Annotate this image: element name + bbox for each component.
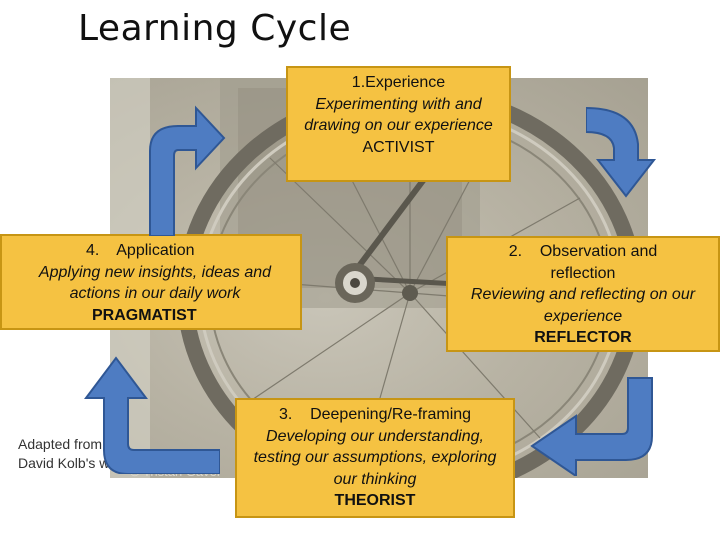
curved-arrow-right-down-icon [586, 106, 657, 198]
stage-description: Reviewing and reflecting on our experien… [470, 286, 696, 325]
stage-heading: 2. Observation and reflection [508, 243, 662, 282]
curved-arrow-down-left-icon [530, 377, 653, 476]
curved-arrow-left-up-icon [84, 356, 220, 474]
stage-heading: 4. Application [86, 242, 195, 259]
stage-role: ACTIVIST [362, 138, 435, 156]
stage-box-application: 4. Application Applying new insights, id… [0, 234, 302, 330]
curved-arrow-up-right-icon [149, 105, 226, 236]
attribution-line-2: David Kolb's work [18, 455, 129, 471]
attribution-note: Adapted from David Kolb's work [18, 435, 129, 473]
stage-description: Experimenting with and drawing on our ex… [304, 95, 493, 135]
stage-description: Applying new insights, ideas and actions… [38, 263, 272, 303]
stage-heading: 1.Experience [351, 74, 446, 91]
stage-box-experience: 1.Experience Experimenting with and draw… [286, 66, 511, 182]
stage-role: PRAGMATIST [92, 306, 197, 324]
stage-box-reflection: 2. Observation and reflection Reviewing … [446, 236, 720, 352]
page-title: Learning Cycle [78, 8, 352, 49]
stage-description: Developing our understanding, testing ou… [253, 427, 497, 488]
stage-box-reframing: 3. Deepening/Re-framing Developing our u… [235, 398, 515, 518]
attribution-line-1: Adapted from [18, 436, 103, 452]
stage-role: THEORIST [334, 492, 416, 509]
stage-role: REFLECTOR [534, 329, 632, 346]
stage-heading: 3. Deepening/Re-framing [278, 406, 472, 423]
